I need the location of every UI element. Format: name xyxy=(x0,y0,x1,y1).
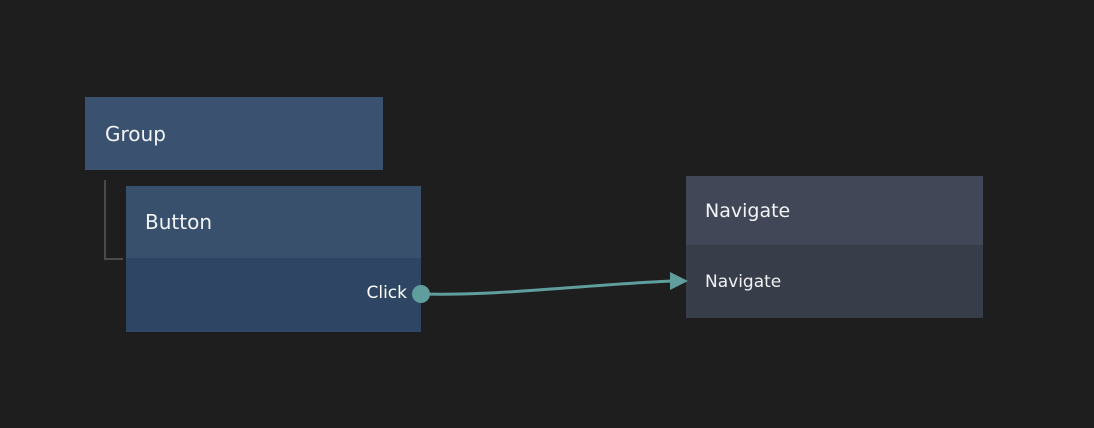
node-button-body xyxy=(126,258,421,332)
input-port-navigate[interactable]: Navigate xyxy=(705,271,781,293)
node-button[interactable]: Button Click xyxy=(126,186,421,332)
node-navigate-header[interactable]: Navigate xyxy=(686,176,983,245)
group-child-tree-bracket xyxy=(104,180,123,260)
node-navigate-title: Navigate xyxy=(705,199,791,222)
connection-wire-click-to-navigate[interactable] xyxy=(419,279,674,296)
output-port-click[interactable]: Click xyxy=(366,282,407,304)
node-navigate-body: Navigate xyxy=(686,245,983,318)
node-group[interactable]: Group xyxy=(85,97,383,170)
node-group-title: Group xyxy=(105,121,166,146)
input-port-navigate-label: Navigate xyxy=(705,272,782,292)
node-group-header[interactable]: Group xyxy=(85,97,383,170)
node-button-title: Button xyxy=(145,210,212,234)
output-port-click-label: Click xyxy=(366,283,407,303)
node-button-header[interactable]: Button xyxy=(126,186,421,258)
node-navigate[interactable]: Navigate Navigate xyxy=(686,176,983,318)
